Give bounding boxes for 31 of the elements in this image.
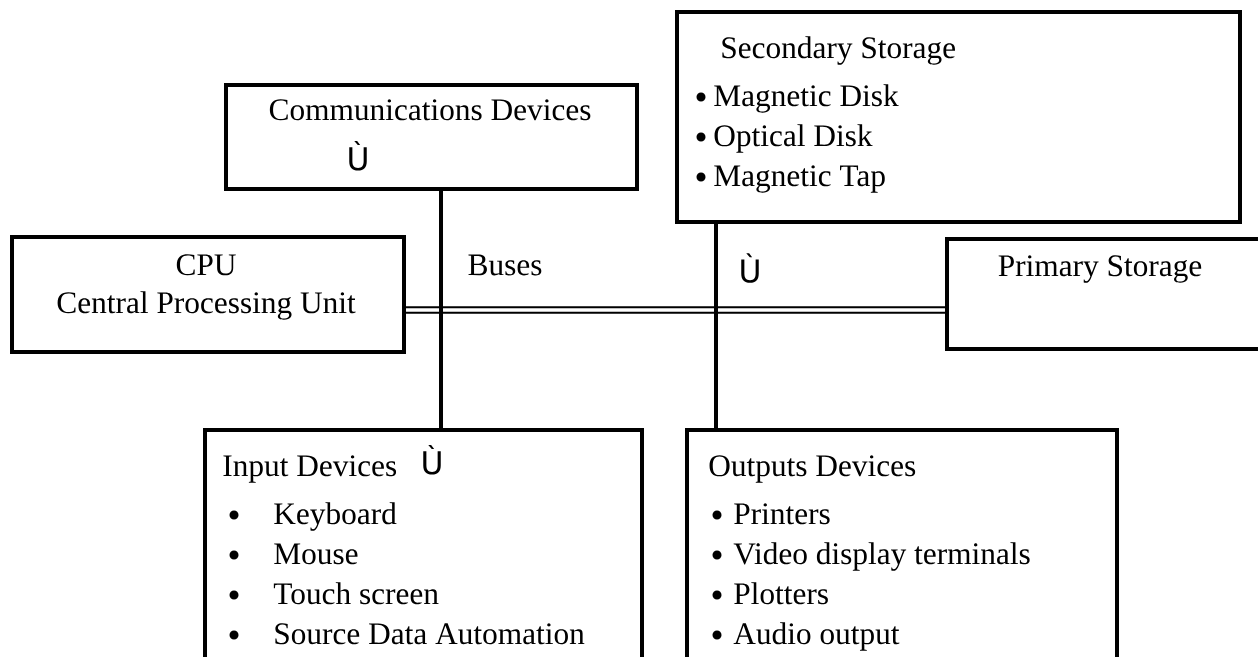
bullet-item: Touch screen	[229, 582, 439, 605]
heading-text: CPU	[176, 254, 236, 276]
connector-line	[439, 191, 443, 428]
bullet-item: Optical Disk	[696, 124, 873, 153]
bullet-item: Video display terminals	[712, 542, 1030, 571]
heading-text: Outputs Devices	[709, 455, 916, 483]
symbol-text: Ù	[741, 253, 759, 283]
component-box	[685, 428, 1119, 657]
component-box	[224, 83, 639, 191]
symbol-text: Ù	[423, 444, 441, 475]
bullet-item: Plotters	[712, 582, 828, 605]
heading-text: Secondary Storage	[722, 36, 955, 65]
bullet-item: Audio output	[712, 622, 900, 651]
bullet-item: Magnetic Tap	[696, 165, 885, 193]
component-box	[10, 235, 406, 354]
connector-line	[406, 306, 945, 314]
heading-text: Primary Storage	[998, 255, 1202, 283]
component-box	[203, 428, 644, 657]
heading-text: Input Devices	[223, 455, 397, 483]
edge-label: Buses	[466, 253, 544, 277]
heading-text: Communications Devices	[269, 99, 591, 121]
bullet-item: Mouse	[229, 543, 358, 565]
bullet-item: Printers	[712, 503, 830, 525]
bullet-item: Magnetic Disk	[696, 84, 899, 113]
connector-line	[714, 224, 718, 428]
component-box	[675, 10, 1242, 224]
subtitle-text: Central Processing Unit	[57, 291, 356, 320]
symbol-text: Ù	[349, 140, 367, 171]
bullet-item: Source Data Automation	[229, 623, 585, 645]
bullet-item: Keyboard	[229, 502, 397, 531]
component-box	[945, 237, 1258, 351]
